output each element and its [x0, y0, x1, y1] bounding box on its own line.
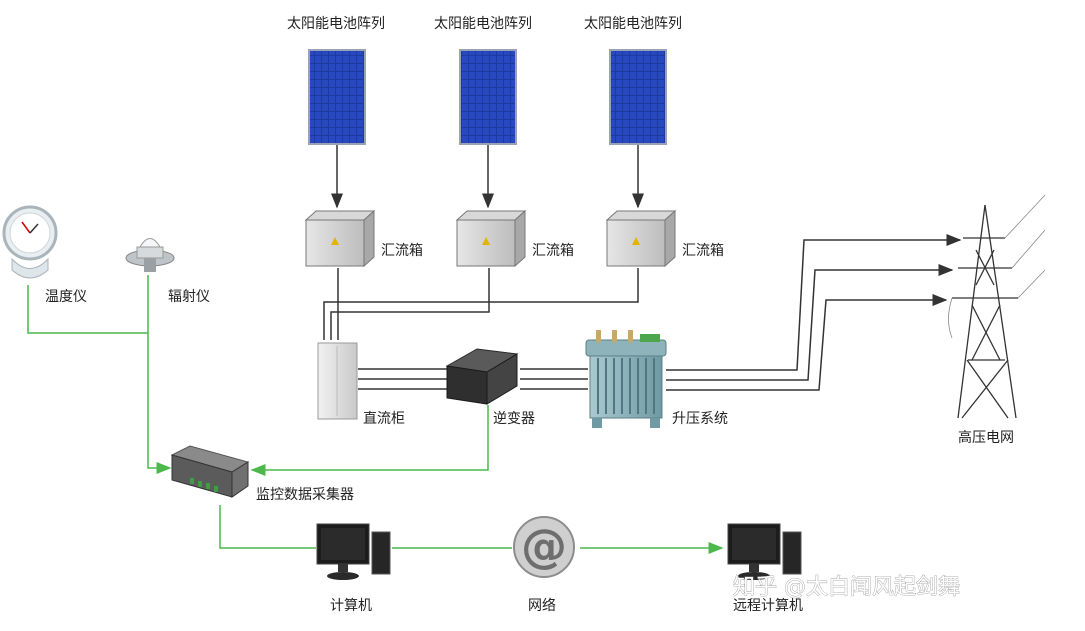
inverter-to-transformer-lines — [520, 368, 588, 390]
data-collector — [170, 445, 250, 498]
combiner-box-label-2: 汇流箱 — [532, 243, 574, 259]
thermometer-label: 温度仪 — [45, 289, 87, 305]
combiner-box-label-3: 汇流箱 — [682, 243, 724, 259]
grid-label: 高压电网 — [958, 429, 1014, 446]
network-label: 网络 — [528, 598, 556, 614]
solar-array-label-1: 太阳能电池阵列 — [287, 16, 385, 32]
thermometer — [2, 205, 58, 279]
transformer-to-grid-lines — [666, 234, 962, 391]
dc-to-inverter-lines — [358, 368, 447, 390]
solar-panel-1 — [308, 49, 366, 145]
inverter — [445, 348, 519, 405]
transmission-tower — [948, 194, 1046, 419]
step-up-label: 升压系统 — [672, 411, 728, 427]
combiner-box-3 — [605, 209, 677, 268]
radiometer-label: 辐射仪 — [168, 289, 210, 305]
combiner-box-2 — [455, 209, 527, 268]
dc-cabinet-label: 直流柜 — [363, 410, 405, 427]
solar-panel-2 — [459, 49, 517, 145]
network-at-icon: @ — [513, 516, 575, 578]
combiner-box-1 — [304, 209, 376, 268]
watermark: 知乎 @太白闻风起剑舞 — [733, 575, 960, 600]
panel-to-combiner-arrows — [331, 145, 644, 209]
inverter-label: 逆变器 — [493, 411, 535, 427]
collector-label: 监控数据采集器 — [256, 486, 354, 503]
solar-array-label-2: 太阳能电池阵列 — [434, 16, 532, 32]
combiner-to-dc-cabinet-lines — [323, 268, 639, 340]
computer-label: 计算机 — [330, 598, 372, 614]
combiner-box-label-1: 汇流箱 — [381, 243, 423, 259]
signal-lines — [27, 275, 724, 554]
computer — [316, 523, 391, 580]
solar-panel-3 — [609, 49, 667, 145]
solar-array-label-3: 太阳能电池阵列 — [584, 16, 682, 32]
step-up-transformer — [585, 330, 667, 428]
remote-computer — [727, 523, 802, 580]
svg-text:@: @ — [521, 519, 567, 573]
dc-cabinet — [317, 342, 358, 420]
remote-computer-label: 远程计算机 — [733, 598, 803, 614]
radiometer — [125, 238, 175, 272]
